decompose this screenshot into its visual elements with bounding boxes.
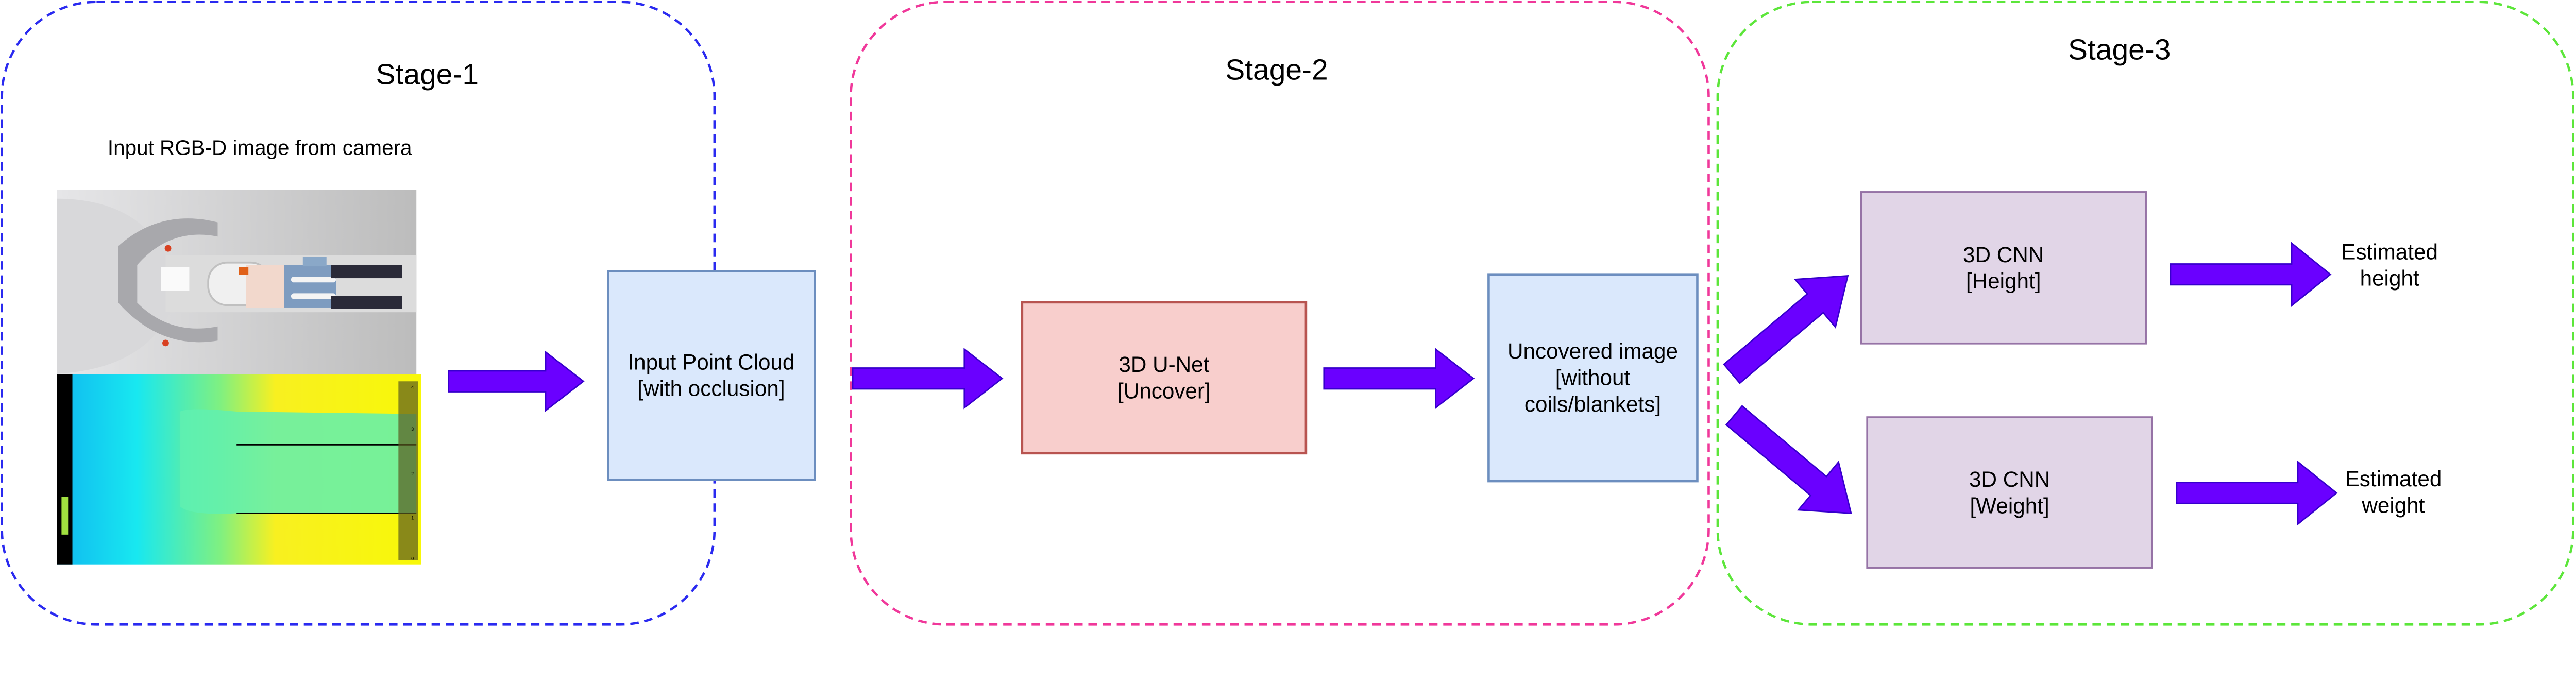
cnn-height-label: 3D CNN[Height]: [1963, 243, 2044, 293]
label-line: 3D CNN: [1963, 243, 2044, 267]
arrow-to-cnn-height-icon: [1723, 275, 1849, 384]
depth-colorbar: [398, 381, 418, 560]
point-cloud-box: [607, 270, 816, 481]
arrow-pointcloud-to-unet-icon: [852, 347, 1004, 410]
colorbar-tick: 0: [411, 556, 414, 561]
arrows-layer: [448, 242, 2338, 526]
label-line: height: [2360, 266, 2419, 291]
cnn-weight-label: 3D CNN [Weight]: [1969, 467, 2050, 518]
arrow-unet-to-uncovered-icon: [1323, 347, 1475, 410]
arrow-image-to-pointcloud-icon: [448, 350, 585, 413]
label-line: Estimated: [2345, 467, 2442, 491]
label-line: [Weight]: [1970, 494, 2049, 518]
label-line: [with occlusion]: [637, 377, 785, 401]
label-line: 3D U-Net: [1118, 352, 1209, 377]
stage-3-container: [1716, 1, 2574, 626]
stage-1-title: Stage-1: [376, 58, 479, 91]
label-line: [Uncover]: [1117, 379, 1211, 403]
rgb-camera-image: [57, 190, 417, 374]
arrow-to-cnn-weight-icon: [1725, 405, 1852, 515]
uncovered-image-box: [1487, 273, 1699, 483]
cnn-weight-box: [1866, 416, 2153, 569]
unet-box: [1021, 301, 1308, 455]
arrow-height-output-icon: [2170, 242, 2332, 308]
colorbar-tick: 4: [411, 385, 414, 390]
label-line: Uncovered image: [1507, 339, 1678, 363]
cnn-height-box: [1860, 191, 2147, 345]
stage-3-title: Stage-3: [2068, 33, 2171, 66]
stage-2-title: Stage-2: [1225, 53, 1328, 86]
stage-2-container: [850, 1, 1710, 626]
depth-image: 4 3 2 1 0: [57, 374, 421, 565]
label-line: weight: [2361, 493, 2425, 518]
label-line: [Height]: [1966, 269, 2041, 293]
label-line: coils/blankets]: [1524, 392, 1661, 416]
point-cloud-label: Input Point Cloud [with occlusion]: [628, 350, 794, 400]
colorbar-tick: 2: [411, 471, 414, 476]
colorbar-tick: 3: [411, 427, 414, 432]
arrow-weight-output-icon: [2176, 460, 2338, 526]
colorbar-tick: 1: [411, 515, 414, 520]
label-line: Input Point Cloud: [628, 350, 794, 374]
unet-label: 3D U-Net[Uncover]: [1117, 352, 1211, 403]
stage-1-container: [1, 1, 716, 626]
input-image-caption: Input RGB-D image from camera: [108, 135, 412, 159]
pipeline-diagram: Stage-1 Stage-2 Stage-3 Input RGB-D imag…: [1, 1, 2574, 626]
label-line: [without: [1555, 366, 1631, 390]
label-line: 3D CNN: [1969, 467, 2050, 491]
label-line: Estimated: [2341, 240, 2438, 264]
